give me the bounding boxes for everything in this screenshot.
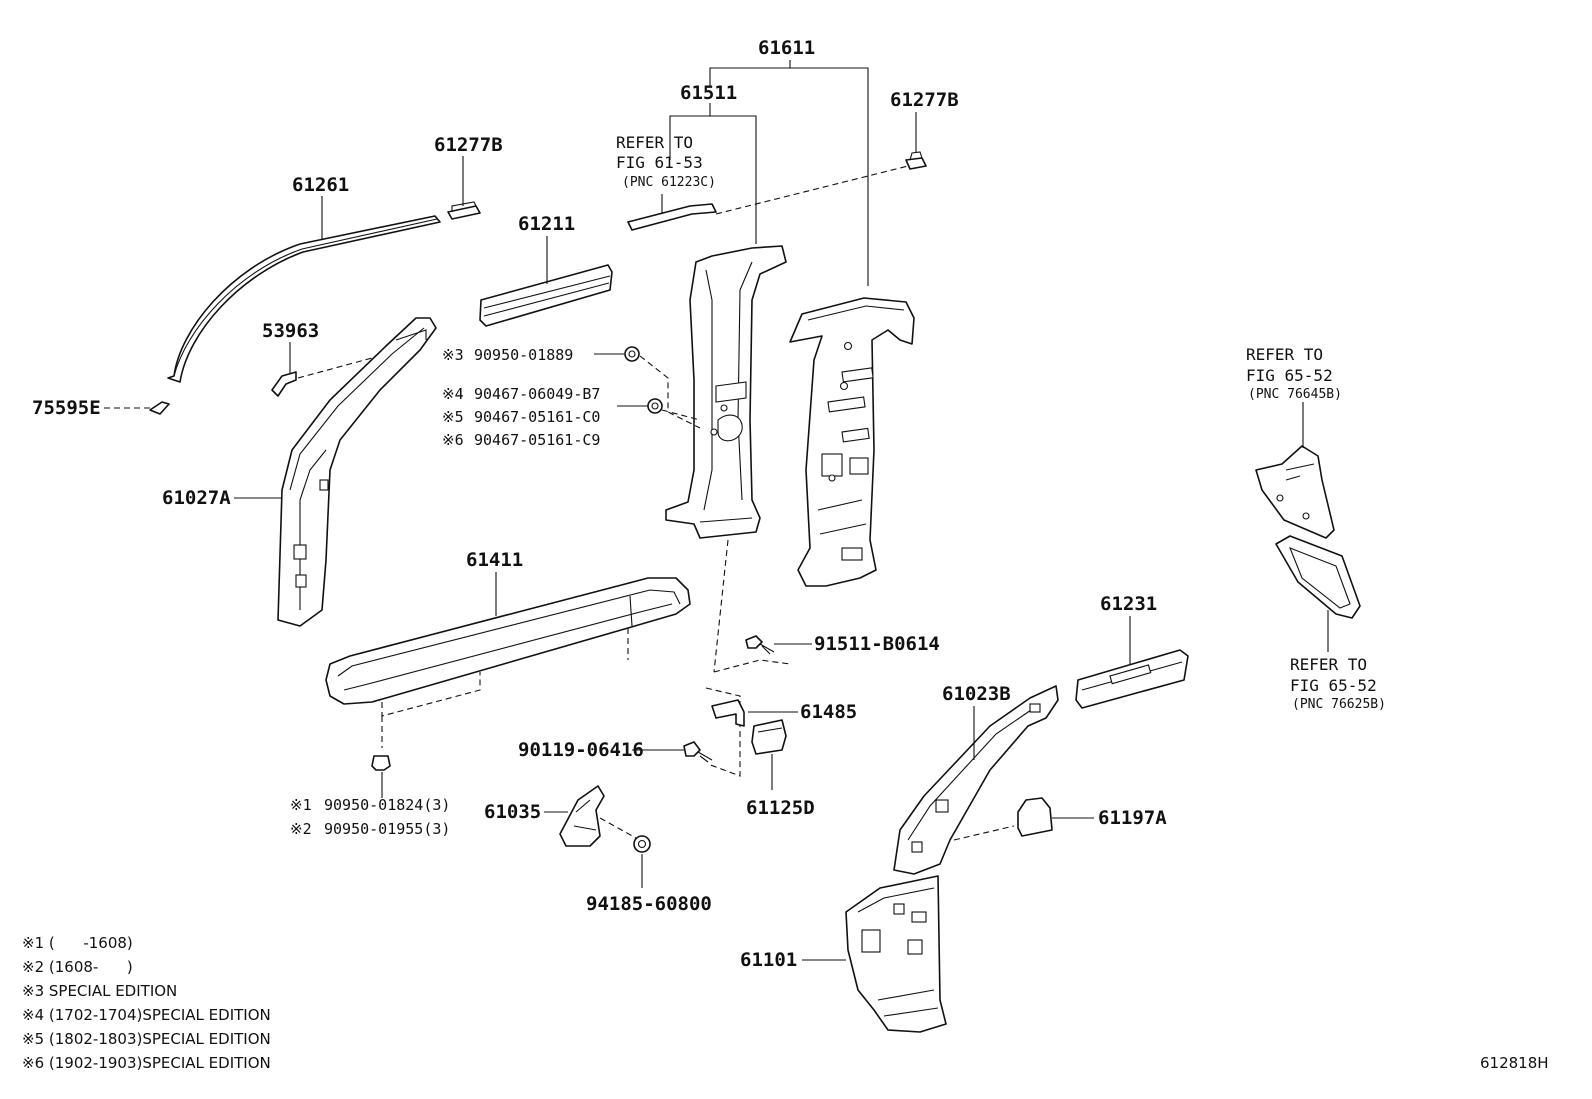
label-61101: 61101: [740, 949, 797, 971]
note-5: ※5 (1802-1803)SPECIAL EDITION: [22, 1030, 271, 1048]
part-61411[interactable]: [325, 577, 691, 705]
label-61035: 61035: [484, 801, 541, 823]
part-refer-76625b[interactable]: [1275, 535, 1361, 619]
part-90467-clip[interactable]: [647, 398, 663, 414]
part-75595e[interactable]: [149, 401, 170, 415]
part-53963[interactable]: [271, 371, 297, 397]
fastener-mark-3: ※3: [442, 346, 464, 364]
part-61101[interactable]: [845, 875, 947, 1033]
part-61277b-right[interactable]: [905, 151, 927, 170]
refer2-line3: (PNC 76645B): [1248, 387, 1342, 402]
fastener-mark-1: ※1: [290, 796, 312, 814]
fastener-mark-4: ※4: [442, 385, 464, 403]
group-bracket-61511: [669, 103, 757, 244]
fastener-label-6: 90467-05161-C9: [474, 431, 600, 449]
label-75595e: 75595E: [32, 397, 101, 419]
note-4: ※4 (1702-1704)SPECIAL EDITION: [22, 1006, 271, 1024]
refer3-line3: (PNC 76625B): [1292, 697, 1386, 712]
label-61611: 61611: [758, 37, 815, 59]
part-61023b[interactable]: [893, 685, 1059, 875]
part-61035[interactable]: [559, 785, 605, 847]
label-90119: 90119-06416: [518, 739, 644, 761]
part-94185-60800[interactable]: [633, 835, 651, 853]
label-61277b-right: 61277B: [890, 89, 959, 111]
dash-91511: [713, 659, 791, 673]
dash-61277b-right: [715, 165, 909, 215]
part-90950-01889[interactable]: [624, 346, 640, 362]
label-61211: 61211: [518, 213, 575, 235]
dash-90467: [661, 409, 701, 421]
part-91511-b0614[interactable]: [745, 635, 775, 655]
fastener-label-1: 90950-01824(3): [324, 796, 450, 814]
part-61511-inner-pillar[interactable]: [665, 245, 787, 539]
part-61197a[interactable]: [1017, 797, 1053, 837]
part-refer-76645b[interactable]: [1255, 445, 1335, 539]
dash-53963: [297, 357, 373, 379]
note-3: ※3 SPECIAL EDITION: [22, 982, 177, 1000]
refer3-line1: REFER TO: [1290, 655, 1367, 674]
label-61511: 61511: [680, 82, 737, 104]
part-61231[interactable]: [1075, 649, 1189, 709]
fastener-mark-6: ※6: [442, 431, 464, 449]
part-61485[interactable]: [711, 699, 745, 727]
label-61197a: 61197A: [1098, 807, 1167, 829]
note-6: ※6 (1902-1903)SPECIAL EDITION: [22, 1054, 271, 1072]
refer2-line1: REFER TO: [1246, 345, 1323, 364]
label-61485: 61485: [800, 701, 857, 723]
diagram-code: 612818H: [1480, 1054, 1549, 1072]
part-90119-06416[interactable]: [683, 741, 713, 763]
label-61411: 61411: [466, 549, 523, 571]
label-53963: 53963: [262, 320, 319, 342]
note-1: ※1 ( -1608): [22, 934, 133, 952]
dash-61035: [599, 817, 637, 839]
label-61277b-left: 61277B: [434, 134, 503, 156]
refer1-line3: (PNC 61223C): [622, 175, 716, 190]
label-94185: 94185-60800: [586, 893, 712, 915]
dash-90950-01889: [639, 355, 701, 429]
refer1-line1: REFER TO: [616, 133, 693, 152]
label-61125d: 61125D: [746, 797, 815, 819]
part-61027a[interactable]: [277, 317, 437, 627]
fastener-label-2: 90950-01955(3): [324, 820, 450, 838]
part-61125d[interactable]: [751, 719, 787, 755]
label-61231: 61231: [1100, 593, 1157, 615]
label-61023b: 61023B: [942, 683, 1011, 705]
label-61027a: 61027A: [162, 487, 231, 509]
dash-61197a: [953, 825, 1015, 841]
dash-pillar-down: [713, 539, 729, 673]
part-61211[interactable]: [479, 264, 613, 327]
part-61277b-left[interactable]: [447, 201, 481, 220]
note-2: ※2 (1608- ): [22, 958, 133, 976]
dash-61485: [705, 687, 741, 777]
part-90950-01824[interactable]: [371, 755, 391, 771]
part-61261[interactable]: [167, 215, 441, 383]
fastener-mark-2: ※2: [290, 820, 312, 838]
dash-61411-a: [381, 672, 481, 717]
refer2-line2: FIG 65-52: [1246, 366, 1333, 385]
refer1-line2: FIG 61-53: [616, 153, 703, 172]
group-bracket-61611: [709, 60, 869, 286]
label-91511: 91511-B0614: [814, 633, 940, 655]
part-61611-outer-pillar[interactable]: [789, 297, 915, 587]
part-refer-61223c[interactable]: [627, 203, 717, 231]
refer3-line2: FIG 65-52: [1290, 676, 1377, 695]
fastener-mark-5: ※5: [442, 408, 464, 426]
fastener-label-5: 90467-05161-C0: [474, 408, 600, 426]
fastener-label-4: 90467-06049-B7: [474, 385, 600, 403]
fastener-label-3: 90950-01889: [474, 346, 573, 364]
label-61261: 61261: [292, 174, 349, 196]
